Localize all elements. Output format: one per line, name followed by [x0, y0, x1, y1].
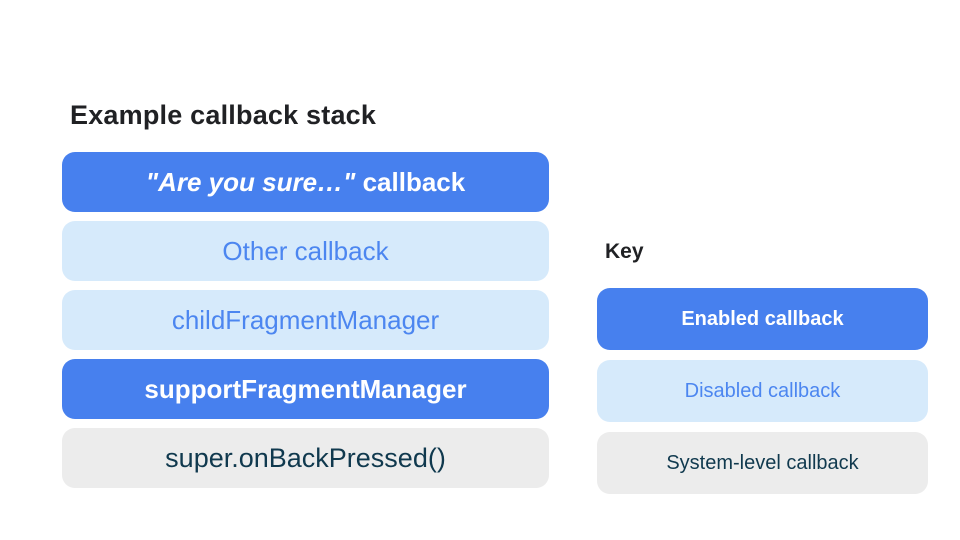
stack-item-super-on-back-pressed: super.onBackPressed(): [62, 428, 549, 488]
stack-item-other-callback: Other callback: [62, 221, 549, 281]
key-title: Key: [605, 240, 644, 263]
stack-item-label-quoted: "Are you sure…": [145, 166, 356, 197]
diagram-title: Example callback stack: [70, 100, 377, 130]
key-item-label: Disabled callback: [684, 379, 841, 402]
stack-item-are-you-sure-callback: "Are you sure…" callback: [62, 152, 549, 212]
stack-item-label: "Are you sure…" callback: [146, 167, 465, 198]
key-item-disabled-callback: Disabled callback: [597, 360, 928, 422]
key-item-label: Enabled callback: [681, 307, 844, 330]
key-item-label: System-level callback: [666, 451, 859, 474]
stack-item-label-rest: callback: [355, 166, 466, 197]
stack-item-label: Other callback: [222, 235, 389, 266]
stack-item-label: supportFragmentManager: [144, 373, 467, 404]
stack-item-support-fragment-manager: supportFragmentManager: [62, 359, 549, 419]
key-item-enabled-callback: Enabled callback: [597, 288, 928, 350]
stack-item-child-fragment-manager: childFragmentManager: [62, 290, 549, 350]
key-item-system-level-callback: System-level callback: [597, 432, 928, 494]
stack-item-label: childFragmentManager: [171, 304, 440, 335]
stack-item-label: super.onBackPressed(): [165, 442, 446, 473]
